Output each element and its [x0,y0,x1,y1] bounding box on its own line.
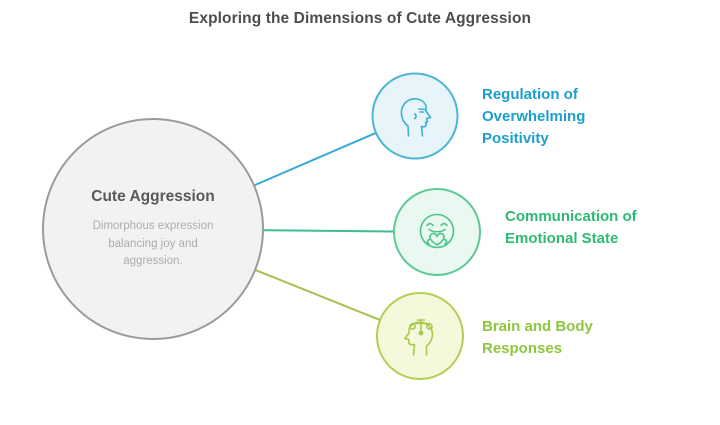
central-node-title: Cute Aggression [91,188,215,205]
page-title: Exploring the Dimensions of Cute Aggress… [188,10,532,27]
node-label-communication: Communication of Emotional State [505,208,637,247]
node-label-brain-body: Brain and Body Responses [482,318,593,357]
node-circle-brain-body [376,292,464,380]
central-circle [42,118,264,340]
central-node-subtitle: Dimorphous expression balancing joy and … [92,220,214,267]
face-hugging-heart-icon [419,213,455,249]
head-profile-icon [400,98,432,137]
node-circle-regulation [371,72,459,160]
node-label-regulation: Regulation of Overwhelming Positivity [482,86,586,147]
head-balance-scale-icon [404,319,434,356]
